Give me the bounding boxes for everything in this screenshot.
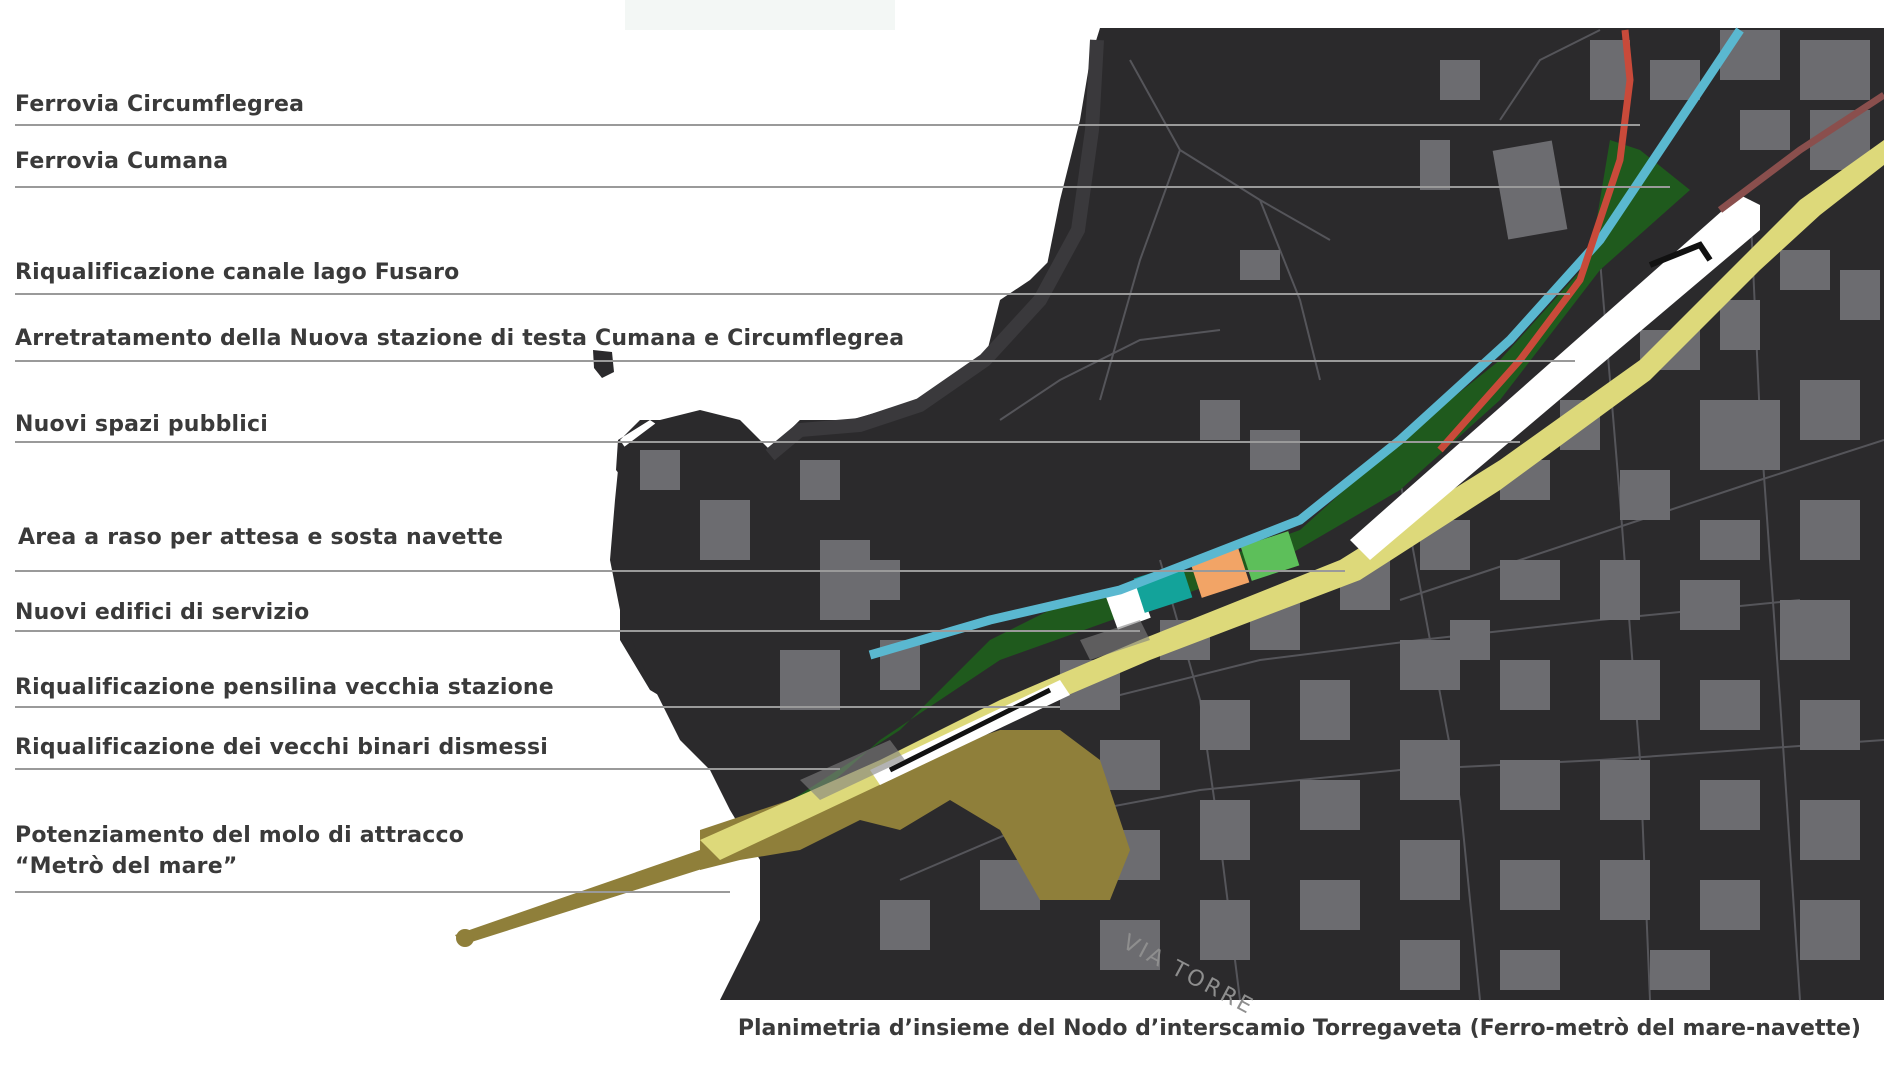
small-rock xyxy=(593,350,614,378)
legend-line-spazi-pubblici xyxy=(15,441,1520,443)
legend-label-molo: Potenziamento del molo di attracco xyxy=(15,823,465,848)
legend-line-nuova-stazione xyxy=(15,360,1575,362)
legend-label-nuova-stazione: Arretratamento della Nuova stazione di t… xyxy=(15,326,905,351)
legend-line-area-navette xyxy=(15,570,1345,572)
circumflegrea-rail xyxy=(1437,29,1634,453)
legend-label-ferrovia-cumana: Ferrovia Cumana xyxy=(15,149,229,174)
legend-label-pensilina: Riqualificazione pensilina vecchia stazi… xyxy=(15,675,554,700)
legend-label-molo-line2: “Metrò del mare” xyxy=(15,854,238,879)
legend-label-edifici-servizio: Nuovi edifici di servizio xyxy=(15,600,310,625)
map-caption: Planimetria d’insieme del Nodo d’intersc… xyxy=(737,1016,1861,1041)
legend-line-canale-fusaro xyxy=(15,293,1570,295)
legend-label-spazi-pubblici: Nuovi spazi pubblici xyxy=(15,412,268,437)
top-strip xyxy=(625,0,895,30)
legend-label-ferrovia-circumflegrea: Ferrovia Circumflegrea xyxy=(15,92,305,117)
legend-line-edifici-servizio xyxy=(15,630,1140,632)
rocky-area xyxy=(800,740,905,800)
old-station-canopy-detail xyxy=(888,687,1052,773)
station-platform-inner xyxy=(1648,241,1713,268)
legend-label-binari-dismessi: Riqualificazione dei vecchi binari disme… xyxy=(15,735,549,760)
legend-label-area-navette: Area a raso per attesa e sosta navette xyxy=(18,525,504,550)
legend-line-ferrovia-circumflegrea xyxy=(15,124,1640,126)
legend-line-binari-dismessi xyxy=(15,768,840,770)
cumana-rail xyxy=(868,27,1744,660)
legend-label-canale-fusaro: Riqualificazione canale lago Fusaro xyxy=(15,260,460,285)
station-platform xyxy=(1350,195,1760,560)
legend-line-molo xyxy=(15,891,730,893)
green-space xyxy=(745,140,1690,830)
legend-line-pensilina xyxy=(15,706,1060,708)
legend-line-ferrovia-cumana xyxy=(15,186,1670,188)
rail-extension xyxy=(1717,92,1884,213)
pier xyxy=(455,730,1130,947)
service-building-green xyxy=(1240,531,1300,581)
